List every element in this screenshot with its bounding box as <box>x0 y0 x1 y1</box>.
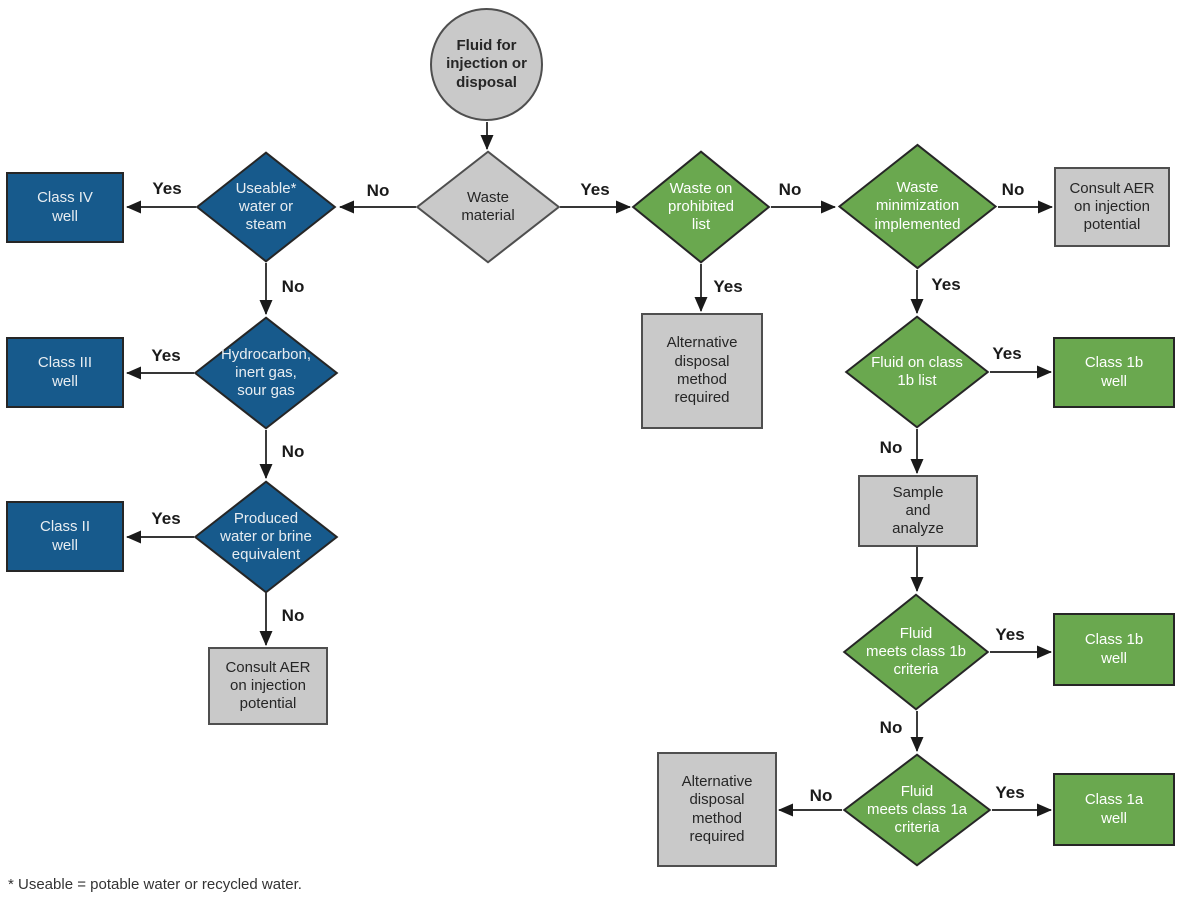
terminal-class-1b-well-top: Class 1b well <box>1053 337 1175 408</box>
edge-label-no: No <box>879 718 903 737</box>
node-label: Useable* water or steam <box>235 179 297 234</box>
terminal-class-iii-well: Class III well <box>6 337 124 408</box>
start-node: Fluid for injection or disposal <box>430 8 543 121</box>
edge-label-yes: Yes <box>995 783 1025 802</box>
terminal-class-1b-well-bottom: Class 1b well <box>1053 613 1175 686</box>
outcome-consult-aer-right: Consult AER on injection potential <box>1054 167 1170 247</box>
decision-hydrocarbon-inert-sour-gas: Hydrocarbon, inert gas, sour gas <box>193 316 339 430</box>
node-label: Alternative disposal method required <box>681 772 753 845</box>
decision-waste-minimization-implemented: Waste minimization implemented <box>837 143 998 270</box>
decision-waste-on-prohibited-list: Waste on prohibited list <box>631 150 771 264</box>
node-label: Consult AER on injection potential <box>225 658 311 713</box>
edge-label-yes: Yes <box>151 509 181 528</box>
terminal-class-1a-well: Class 1a well <box>1053 773 1175 846</box>
decision-produced-water-or-brine: Produced water or brine equivalent <box>193 480 339 594</box>
node-label: Class 1b well <box>1084 354 1144 390</box>
edge-label-yes: Yes <box>151 346 181 365</box>
node-label: Fluid for injection or disposal <box>446 37 527 91</box>
node-label: Waste on prohibited list <box>668 179 734 234</box>
edge-label-yes: Yes <box>992 344 1022 363</box>
decision-fluid-meets-class-1a-criteria: Fluid meets class 1a criteria <box>842 753 992 867</box>
edge-label-no: No <box>281 277 305 296</box>
edge-label-no: No <box>1001 180 1025 199</box>
node-label: Class IV well <box>37 189 93 225</box>
edge-label-no: No <box>281 606 305 625</box>
edge-label-no: No <box>281 442 305 461</box>
decision-fluid-on-class-1b-list: Fluid on class 1b list <box>844 315 990 429</box>
node-label: Alternative disposal method required <box>666 334 738 407</box>
edge-label-yes: Yes <box>152 179 182 198</box>
edge-label-yes: Yes <box>580 180 610 199</box>
node-label: Waste minimization implemented <box>874 179 961 233</box>
decision-fluid-meets-class-1b-criteria: Fluid meets class 1b criteria <box>842 593 990 711</box>
process-sample-and-analyze: Sample and analyze <box>858 475 978 547</box>
node-label: Produced water or brine equivalent <box>220 509 312 564</box>
node-label: Class III well <box>37 354 93 390</box>
node-label: Class 1b well <box>1084 631 1144 667</box>
edge-label-no: No <box>809 786 833 805</box>
decision-waste-material: Waste material <box>415 150 561 264</box>
edge-label-no: No <box>879 438 903 457</box>
node-label: Consult AER on injection potential <box>1069 179 1155 234</box>
edge-label-yes: Yes <box>713 277 743 296</box>
node-label: Fluid meets class 1b criteria <box>865 624 967 679</box>
outcome-alternative-disposal-top: Alternative disposal method required <box>641 313 763 429</box>
edge-label-yes: Yes <box>931 275 961 294</box>
node-label: Class 1a well <box>1084 791 1144 827</box>
edge-label-no: No <box>366 181 390 200</box>
terminal-class-ii-well: Class II well <box>6 501 124 572</box>
node-label: Fluid meets class 1a criteria <box>866 782 968 837</box>
decision-useable-water-or-steam: Useable* water or steam <box>195 151 337 263</box>
node-label: Hydrocarbon, inert gas, sour gas <box>220 345 312 400</box>
node-label: Fluid on class 1b list <box>871 353 963 389</box>
edge-label-yes: Yes <box>995 625 1025 644</box>
terminal-class-iv-well: Class IV well <box>6 172 124 243</box>
outcome-alternative-disposal-bottom: Alternative disposal method required <box>657 752 777 867</box>
node-label: Sample and analyze <box>892 483 944 538</box>
outcome-consult-aer-left: Consult AER on injection potential <box>208 647 328 725</box>
node-label: Class II well <box>39 518 90 554</box>
node-label: Waste material <box>461 188 515 224</box>
edge-label-no: No <box>778 180 802 199</box>
footnote: * Useable = potable water or recycled wa… <box>8 876 302 893</box>
